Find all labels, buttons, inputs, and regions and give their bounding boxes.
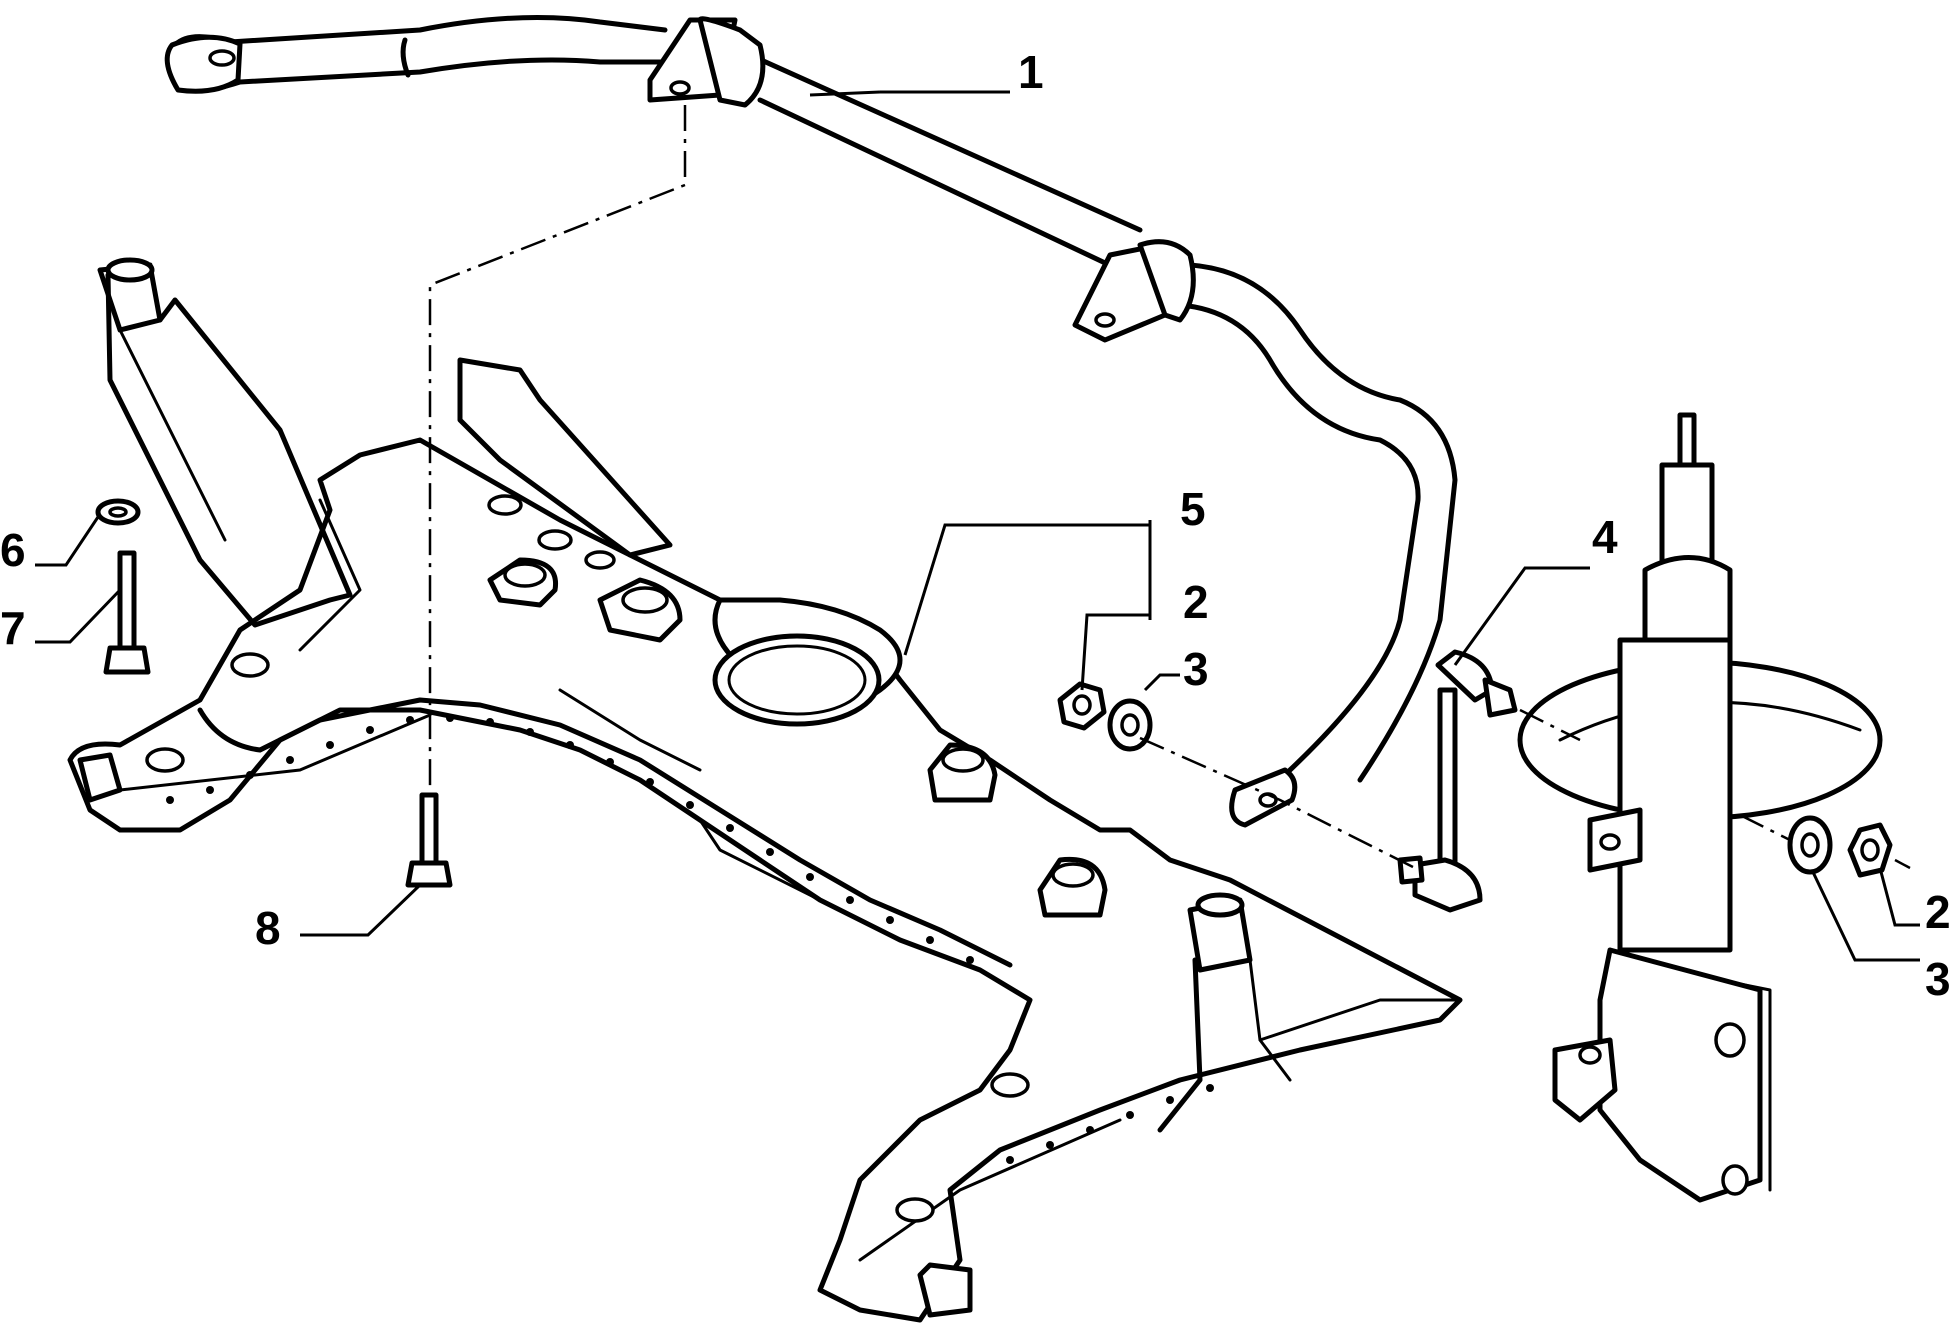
assembly-lines (428, 105, 1911, 870)
subframe-bolt[interactable] (103, 550, 151, 675)
bar-bushing-clamp-right[interactable] (1072, 239, 1196, 343)
shock-absorber-strut[interactable] (1517, 412, 1883, 1203)
nut-lower[interactable] (1847, 822, 1893, 878)
callout-2-upper: 2 (1183, 576, 1209, 628)
callout-labels: 1 2 2 3 3 4 5 6 7 8 (0, 46, 1950, 1005)
callout-6: 6 (0, 524, 26, 576)
washer-upper[interactable] (1107, 698, 1153, 752)
stabilizer-link[interactable] (1397, 649, 1518, 913)
callout-5: 5 (1180, 483, 1206, 535)
callout-3-lower: 3 (1925, 953, 1950, 1005)
callout-3-upper: 3 (1183, 643, 1209, 695)
callout-1: 1 (1018, 46, 1044, 98)
nut-upper[interactable] (1057, 681, 1107, 731)
callout-8: 8 (255, 902, 281, 954)
leader-lines (35, 90, 1920, 962)
front-subframe[interactable] (67, 257, 1463, 1323)
washer-lower[interactable] (1787, 815, 1833, 875)
mounting-bolt-long[interactable] (405, 792, 453, 888)
stabilizer-bar[interactable] (164, 15, 1458, 828)
bar-bushing-clamp-left[interactable] (647, 16, 766, 108)
callout-4: 4 (1592, 511, 1618, 563)
washer-subframe[interactable] (95, 498, 141, 526)
callout-7: 7 (0, 602, 26, 654)
callout-2-lower: 2 (1925, 886, 1950, 938)
